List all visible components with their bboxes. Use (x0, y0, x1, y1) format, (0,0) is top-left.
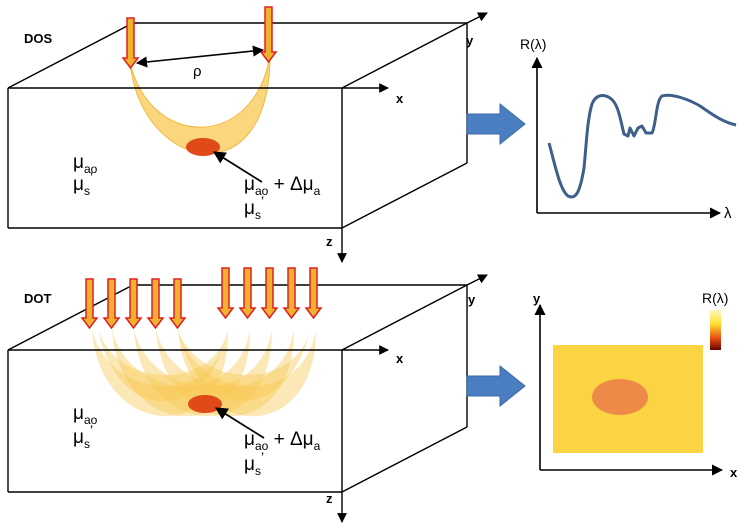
svg-text:μs’: μs’ (73, 422, 93, 451)
image-y-label: y (533, 291, 541, 306)
dot-flow-arrow (466, 364, 526, 408)
dos-inc-mu-a-sub: ao (255, 184, 269, 198)
image-x-label: x (730, 465, 738, 480)
dos-z-label: z (326, 234, 333, 249)
dos-title: DOS (24, 31, 53, 46)
dot-source-arrow (168, 278, 187, 330)
dot-z-label: z (326, 491, 333, 506)
spectrum-curve (547, 93, 737, 199)
rho-arrow (135, 45, 265, 68)
dos-x-label: x (396, 91, 404, 106)
dot-inclusion-pointer (214, 407, 265, 439)
svg-text:μao + Δμa: μao + Δμa (244, 429, 321, 453)
svg-text:μao: μao (73, 152, 98, 176)
svg-text:μao + Δμa: μao + Δμa (244, 174, 321, 198)
dos-inc-mu-a: μ (244, 174, 255, 195)
dot-source-arrow (282, 267, 301, 320)
dot-bg-mu-a: μ (73, 403, 84, 424)
dos-bg-mu-a-sub: ao (84, 162, 98, 176)
dot-bg-mu-s: μ (73, 427, 84, 448)
dot-source-arrow (216, 267, 235, 320)
dos-inclusion-pointer (212, 151, 263, 183)
dot-inc-mu-s-prime: ’ (261, 449, 264, 465)
dot-photon-bananas (92, 330, 316, 417)
dos-box (7, 22, 468, 229)
dot-panel: DOT x y z μao μs’ μao + Δμa μs’ (7, 267, 488, 523)
dot-inc-plus-sub: a (314, 439, 321, 453)
dot-bg-mu-s-sub: s (84, 437, 90, 451)
dos-bg-mu-a: μ (73, 152, 84, 173)
rho-label: ρ (193, 63, 202, 80)
dos-panel: DOS x y z ρ μao μs’ μao + Δμa μs’ (7, 6, 488, 263)
dot-source-arrow (304, 267, 323, 320)
dot-source-arrow (238, 267, 257, 320)
dot-inc-mu-s: μ (244, 454, 255, 475)
dot-inc-mu-a-sub: ao (255, 439, 269, 453)
dot-bg-mu-s-prime: ’ (90, 422, 93, 438)
spectrum-x-label: λ (724, 205, 732, 222)
dos-inclusion (186, 138, 220, 156)
reconstruction-inclusion (592, 379, 648, 415)
dot-source-arrows (80, 267, 323, 330)
dot-inclusion-properties: μao + Δμa μs’ (244, 429, 321, 478)
dot-y-axis (466, 274, 488, 286)
dot-source-arrow (124, 278, 143, 330)
svg-text:μao: μao (73, 403, 98, 427)
dot-inc-mu-a: μ (244, 429, 255, 450)
dos-inc-plus: + Δμ (268, 174, 313, 195)
reconstruction-image: y x R(λ) (533, 290, 738, 480)
colorbar (710, 310, 721, 350)
svg-text:μs’: μs’ (244, 193, 264, 222)
dos-y-axis (466, 12, 488, 24)
dot-y-label: y (468, 292, 476, 307)
spectrum-plot: R(λ) λ (520, 36, 737, 222)
svg-text:μs’: μs’ (73, 169, 93, 198)
dos-background-properties: μao μs’ (73, 152, 98, 198)
dot-background-properties: μao μs’ (73, 403, 98, 451)
colorbar-label: R(λ) (702, 290, 728, 306)
dos-bg-mu-s-sub: s (84, 184, 90, 198)
dos-flow-arrow (466, 102, 526, 146)
dos-inclusion-properties: μao + Δμa μs’ (244, 174, 321, 222)
dos-detector-arrow (259, 6, 278, 64)
dot-inclusion (188, 395, 222, 413)
dot-inc-mu-s-sub: s (255, 464, 261, 478)
dot-inc-plus: + Δμ (268, 429, 313, 450)
dot-source-arrow (146, 278, 165, 330)
dos-inc-plus-sub: a (314, 184, 321, 198)
dos-source-arrow (121, 17, 140, 70)
dot-x-label: x (396, 351, 404, 366)
dot-title: DOT (24, 291, 52, 306)
dot-bg-mu-a-sub: ao (84, 413, 98, 427)
dos-inc-mu-s: μ (244, 198, 255, 219)
dos-y-label: y (466, 33, 474, 48)
svg-text:μs’: μs’ (244, 449, 264, 478)
dos-bg-mu-s: μ (73, 174, 84, 195)
dot-source-arrow (102, 278, 121, 330)
dot-source-arrow (260, 267, 279, 320)
dot-source-arrow (80, 278, 99, 330)
dos-inc-mu-s-prime: ’ (261, 193, 264, 209)
spectrum-y-label: R(λ) (520, 36, 546, 52)
dos-bg-mu-s-prime: ’ (90, 169, 93, 185)
dos-inc-mu-s-sub: s (255, 208, 261, 222)
